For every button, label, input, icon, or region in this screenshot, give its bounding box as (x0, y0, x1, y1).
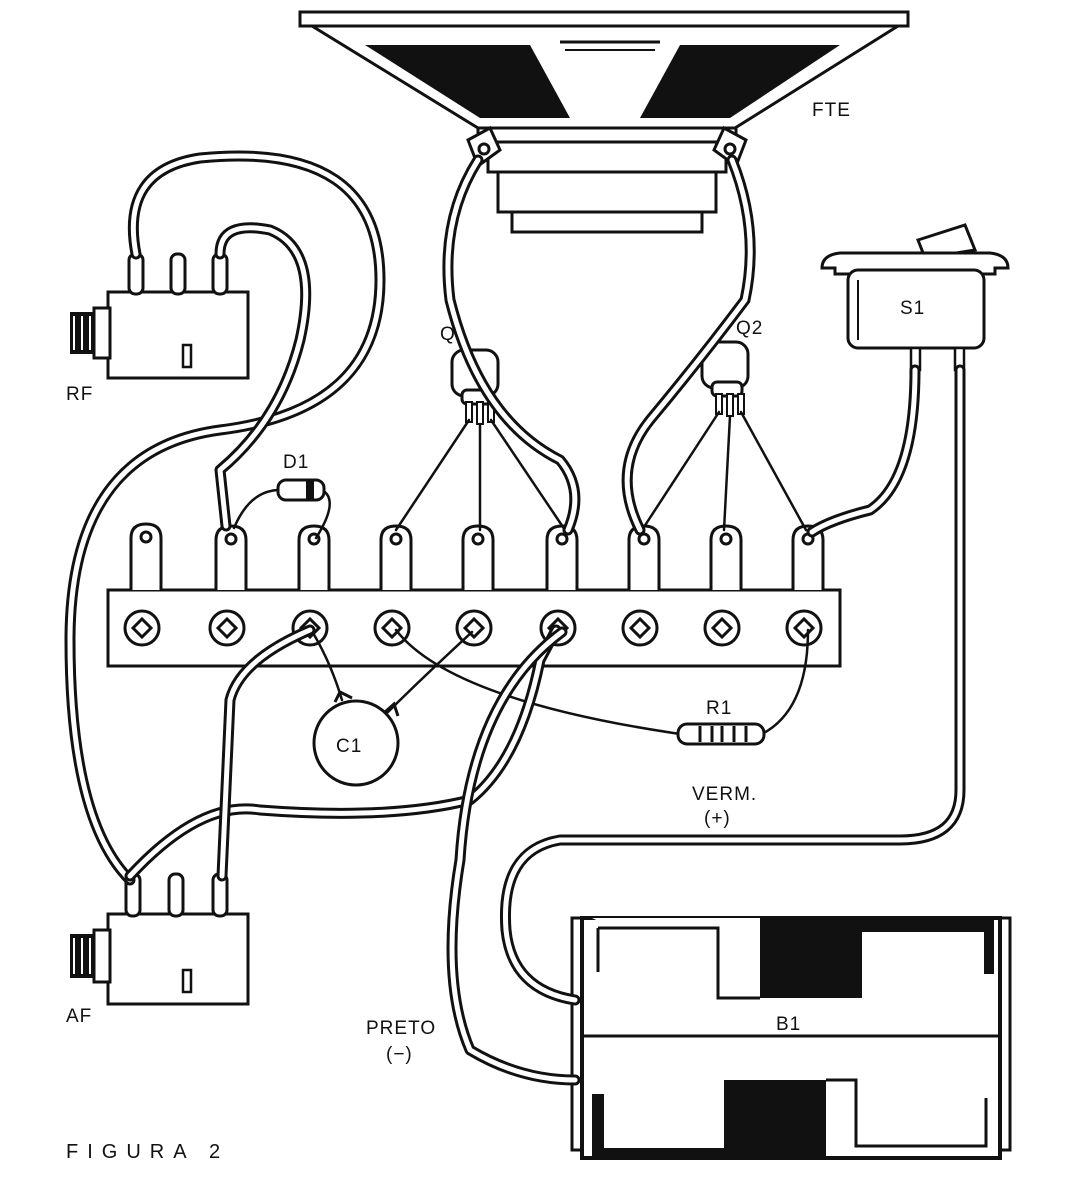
wire-speaker-right (621, 154, 756, 536)
wire-switch-to-tab (806, 364, 921, 538)
terminal-tab (379, 524, 413, 590)
red-polarity-label: (+) (704, 808, 731, 829)
terminal-tab (297, 524, 331, 590)
af-jack (70, 872, 250, 1006)
terminal-tab-hole (637, 532, 651, 546)
wire-rf-right-to-tab (214, 222, 312, 532)
black-wire-label: PRETO (366, 1018, 436, 1039)
terminal-tab (461, 524, 495, 590)
wire-switch-to-battery (499, 364, 966, 1006)
c1-label: C1 (336, 736, 362, 757)
switch-label: S1 (900, 298, 925, 319)
wires (64, 150, 966, 1086)
wire-af-right (216, 624, 316, 882)
wire-speaker-left (442, 154, 581, 536)
strip-screw-cross (628, 616, 652, 640)
b1-label: B1 (776, 1014, 801, 1035)
terminal-tab (709, 524, 743, 590)
rf-jack-label: RF (66, 384, 93, 405)
wire-rf-left-to-af (64, 150, 386, 886)
strip-screw-cross (215, 616, 239, 640)
speaker (298, 10, 910, 234)
terminal-tab-hole (719, 532, 733, 546)
transistor-leads (394, 410, 808, 532)
terminal-tab-hole (139, 530, 153, 544)
wire-black-to-battery (446, 626, 581, 1086)
wire-af-left (124, 624, 562, 882)
strip-screw-cross (710, 616, 734, 640)
battery-holder-b1 (570, 916, 1012, 1160)
rf-jack (70, 252, 250, 380)
black-polarity-label: (−) (386, 1044, 413, 1065)
d1-label: D1 (283, 452, 309, 473)
terminal-tab-hole (555, 532, 569, 546)
speaker-label: FTE (812, 100, 851, 121)
terminal-tab-hole (389, 532, 403, 546)
resistor-r1 (394, 628, 810, 746)
terminal-tab (791, 524, 825, 590)
switch (820, 223, 1010, 372)
red-wire-label: VERM. (692, 784, 757, 805)
terminal-tab-hole (471, 532, 485, 546)
r1-label: R1 (706, 698, 732, 719)
figure-caption: FIGURA 2 (66, 1141, 229, 1163)
af-jack-label: AF (66, 1006, 92, 1027)
strip-screw-cross (130, 616, 154, 640)
diode-d1 (232, 478, 331, 540)
terminal-tab-hole (224, 532, 238, 546)
terminal-strip (106, 522, 842, 668)
capacitor-c1 (308, 626, 474, 787)
q2-label: Q2 (736, 318, 763, 339)
terminal-tab (129, 522, 163, 590)
